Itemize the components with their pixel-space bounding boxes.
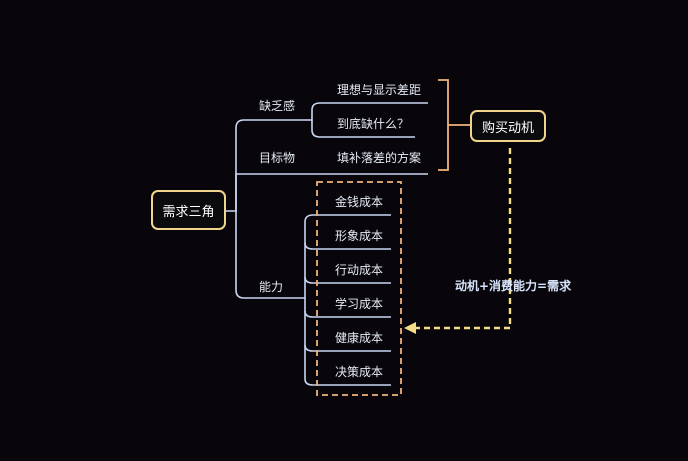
cost-dashed-frame (316, 181, 402, 396)
connector-ability-c2 (304, 242, 391, 250)
root-node[interactable]: 需求三角 (151, 190, 226, 230)
cost-item-learning[interactable]: 学习成本 (335, 297, 384, 311)
lack-child-2[interactable]: 到底缺什么？ (337, 117, 410, 131)
connector-ability-trunk (300, 214, 391, 299)
branch-label-lack[interactable]: 缺乏感 (259, 99, 296, 113)
branch-label-ability[interactable]: 能力 (259, 280, 284, 294)
cost-item-money[interactable]: 金钱成本 (335, 195, 384, 209)
purchase-motive-node[interactable]: 购买动机 (470, 110, 546, 142)
connector-ability-c3 (304, 276, 391, 284)
branch-label-target[interactable]: 目标物 (259, 151, 296, 165)
cost-item-decision[interactable]: 决策成本 (335, 365, 384, 379)
formula-label: 动机+消费能力=需求 (455, 279, 572, 293)
arrow-head (404, 322, 416, 334)
bracket (438, 79, 470, 171)
cost-item-health[interactable]: 健康成本 (335, 331, 384, 345)
motive-dashed-arrow (414, 148, 512, 330)
lack-child-1[interactable]: 理想与显示差距 (337, 83, 422, 97)
connector-lack-c2 (311, 120, 415, 138)
connector-ability-c6 (304, 345, 391, 386)
connector-lack-c1 (300, 102, 428, 121)
target-child-1[interactable]: 填补落差的方案 (337, 151, 422, 165)
connector-root-ability (235, 211, 300, 299)
connector-root-target (235, 173, 428, 211)
cost-item-action[interactable]: 行动成本 (335, 263, 384, 277)
cost-item-image[interactable]: 形象成本 (335, 229, 384, 243)
connector-root-lack (226, 119, 300, 212)
